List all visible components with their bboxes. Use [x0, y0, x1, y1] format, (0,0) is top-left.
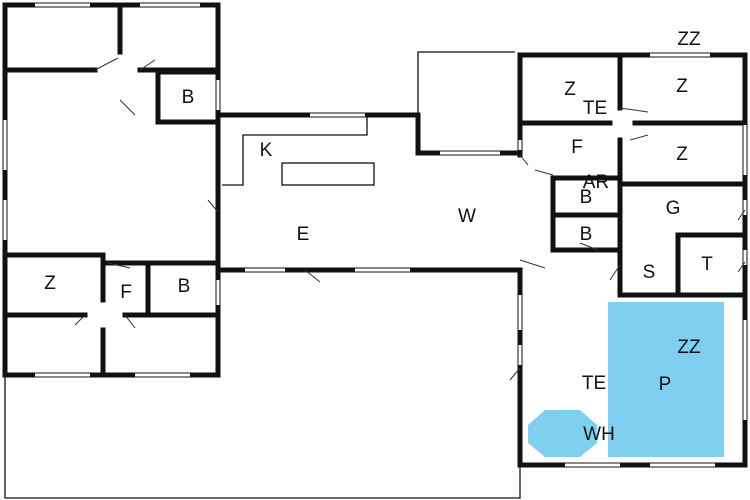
whirlpool [528, 410, 597, 457]
room-label: Z [44, 273, 56, 294]
room-label: F [571, 137, 583, 158]
room-label: Z [676, 144, 688, 165]
bay-outline [417, 51, 515, 115]
room-label: Z [676, 76, 688, 97]
room-label: K [260, 140, 273, 161]
room-label: W [458, 206, 476, 227]
room-label: ZZ [677, 29, 701, 50]
room-label: WH [583, 424, 615, 445]
room-label: F [120, 282, 132, 303]
room-label: AR [583, 172, 609, 193]
room-label: P [659, 374, 672, 395]
pool [608, 302, 724, 457]
door-swings [74, 57, 746, 381]
room-label: B [178, 276, 191, 297]
room-label: TE [583, 98, 607, 119]
room-label: ZZ [677, 337, 701, 358]
room-label: T [701, 254, 713, 275]
room-label: E [297, 224, 310, 245]
room-label: B [182, 87, 195, 108]
room-label: TE [582, 373, 606, 394]
room-label: G [666, 198, 681, 219]
room-label: B [580, 224, 593, 245]
terrace-outline [4, 270, 521, 499]
room-label: S [643, 262, 656, 283]
kitchen-counter [222, 115, 368, 186]
room-label: B [580, 187, 593, 208]
windows [3, 3, 747, 467]
kitchen-island [281, 162, 375, 186]
room-label: Z [564, 79, 576, 100]
